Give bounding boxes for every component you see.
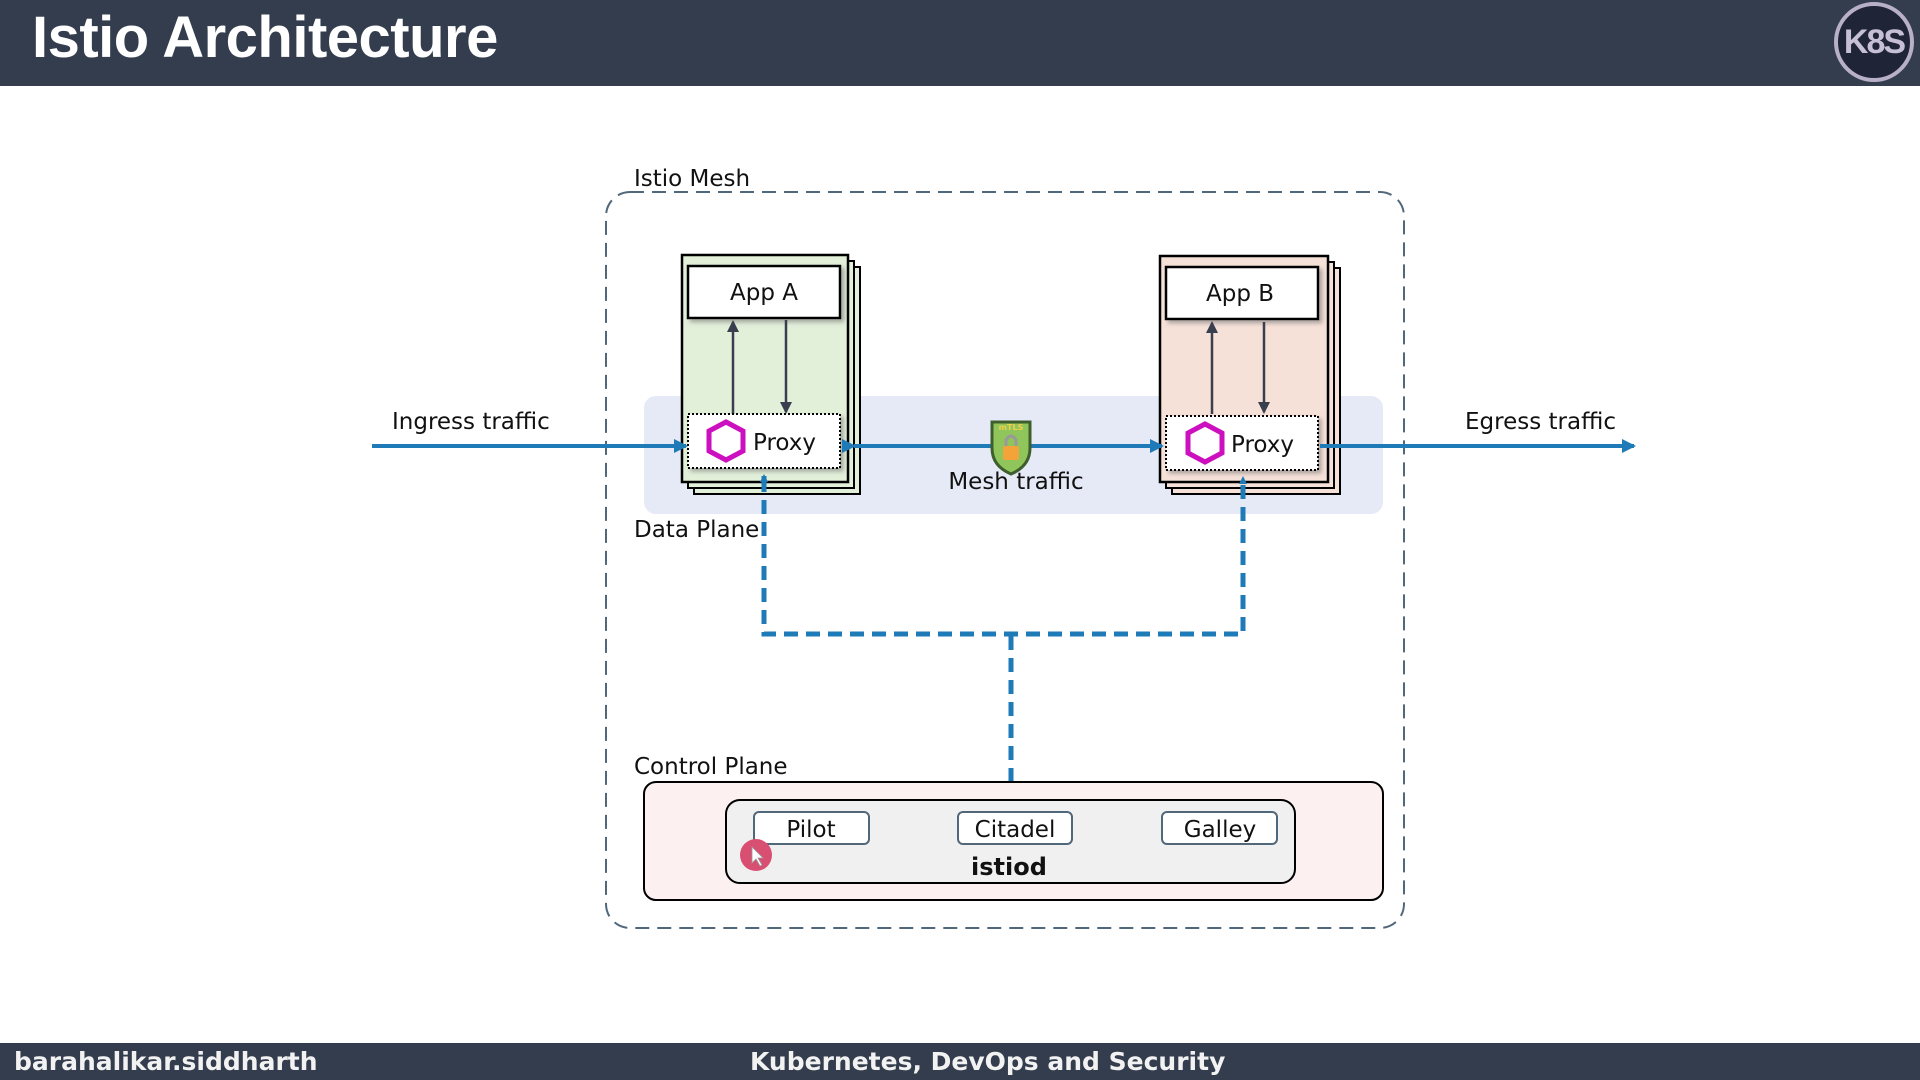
k8s-logo: K8S <box>1834 2 1914 82</box>
istio-mesh-label: Istio Mesh <box>634 166 750 192</box>
proxy-b-label: Proxy <box>1231 432 1294 458</box>
galley-label: Galley <box>1184 817 1256 843</box>
mtls-shield-icon: mTLS <box>990 420 1032 476</box>
citadel-label: Citadel <box>975 817 1056 843</box>
ingress-traffic-label: Ingress traffic <box>392 409 550 435</box>
egress-traffic-label: Egress traffic <box>1465 409 1616 435</box>
galley-component[interactable] <box>1161 811 1278 845</box>
footer-bar: barahalikar.siddharth Kubernetes, DevOps… <box>0 1043 1920 1080</box>
app-a-box[interactable] <box>686 264 842 320</box>
page-title: Istio Architecture <box>32 5 498 70</box>
app-a-label: App A <box>730 280 798 306</box>
course-title: Kubernetes, DevOps and Security <box>750 1047 1226 1076</box>
envoy-hexagon-icon <box>706 419 746 463</box>
app-b-label: App B <box>1206 281 1274 307</box>
proxy-a-label: Proxy <box>753 430 816 456</box>
data-plane-label: Data Plane <box>634 517 759 543</box>
citadel-component[interactable] <box>957 811 1073 845</box>
pilot-component[interactable] <box>753 811 870 845</box>
header-bar: Istio Architecture K8S <box>0 0 1920 86</box>
pilot-label: Pilot <box>786 817 835 843</box>
author-handle: barahalikar.siddharth <box>14 1047 318 1076</box>
logo-text: K8S <box>1843 22 1906 61</box>
app-b-pod: App B Proxy <box>1158 254 1341 495</box>
mouse-cursor-highlight <box>740 839 772 871</box>
app-b-box[interactable] <box>1164 265 1320 321</box>
config-distribution-connector <box>761 476 1247 637</box>
control-plane-label: Control Plane <box>634 754 788 780</box>
proxy-a-box[interactable] <box>687 413 841 469</box>
mesh-traffic-label: Mesh traffic <box>948 469 1083 495</box>
cursor-arrow-icon <box>751 846 764 867</box>
proxy-b-box[interactable] <box>1165 415 1319 471</box>
istiod-label: istiod <box>971 853 1047 881</box>
istio-mesh-boundary <box>605 191 1405 929</box>
app-a-pod: App A Proxy <box>680 253 861 495</box>
mtls-badge-text: mTLS <box>999 423 1024 432</box>
envoy-hexagon-icon <box>1185 421 1225 465</box>
